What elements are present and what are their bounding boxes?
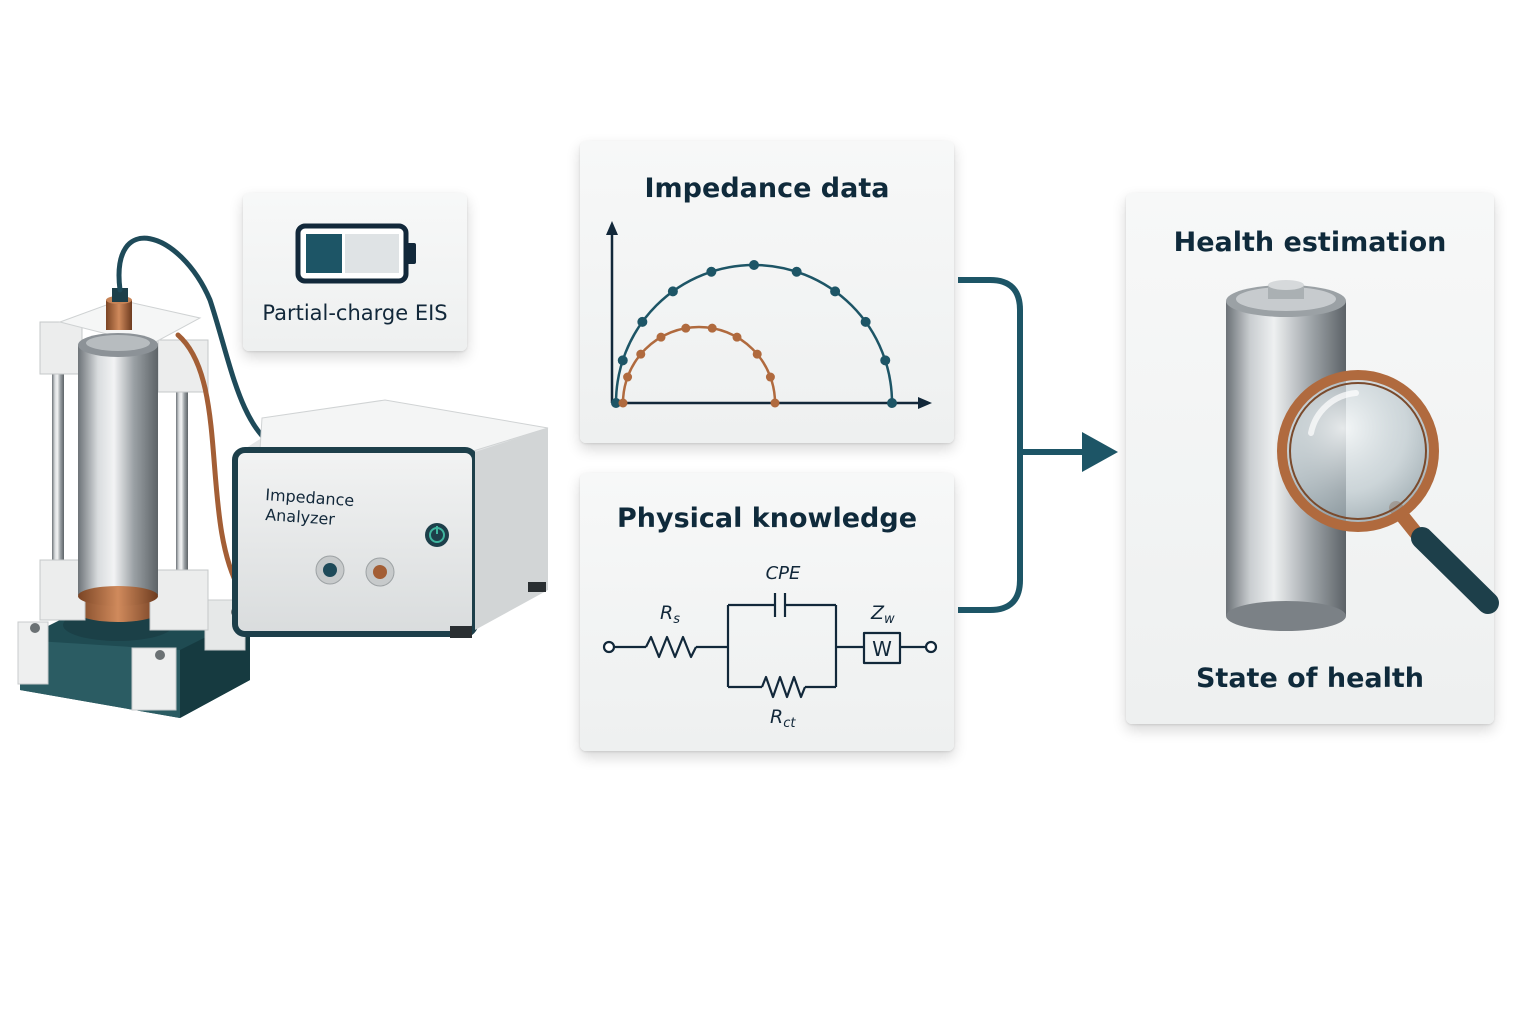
flow-arrow-head [1082,432,1118,472]
arc-large-point [667,286,678,297]
state-of-health-label: State of health [1195,663,1425,694]
impedance-data-title: Impedance data [644,173,890,204]
arc-large-point [637,316,648,327]
label-rs-sub: s [673,612,680,627]
svg-text:Zw: Zw [870,602,895,627]
arc-small-point [636,349,646,359]
resistor-rct [760,675,807,699]
partial-charge-card: Partial-charge EIS [243,193,467,351]
arc-large-point [887,398,897,408]
arc-large-point [617,355,628,366]
arc-small-point [707,323,717,333]
y-axis-arrow [606,221,618,235]
power-icon[interactable] [429,526,445,543]
label-rct: R [770,706,783,728]
arc-small-curve [621,325,777,404]
arc-small-point [618,398,628,408]
arc-large-point [749,260,759,270]
resistor-rs [645,635,697,659]
svg-text:Rs: Rs [660,602,680,627]
physical-knowledge-card: Physical knowledge W Rs CPE Zw Rct [580,473,954,751]
battery-cell-illustration [1226,280,1499,631]
label-cpe: CPE [766,563,801,584]
impedance-data-card: Impedance data [580,141,954,443]
analyzer-label-line2: Analyzer [265,505,336,529]
physical-knowledge-title: Physical knowledge [616,503,918,534]
arc-small-point [681,323,691,333]
arc-large-series [611,260,897,408]
partial-charge-label: Partial-charge EIS [262,301,448,325]
arc-large-point [860,316,871,327]
label-rct-sub: ct [783,716,796,731]
arc-large-point [791,266,802,277]
cell-holder [17,288,250,718]
arc-large-point [706,266,717,277]
svg-text:Rct: Rct [770,706,796,731]
arc-small-series [618,323,780,408]
arc-large-point [611,398,621,408]
label-w: W [872,637,892,661]
equivalent-circuit: W Rs CPE Zw Rct [602,563,938,731]
nyquist-plot [606,221,932,409]
impedance-analyzer: Impedance Analyzer [232,399,549,638]
arc-small-point [752,349,762,359]
label-zw: Z [870,602,885,624]
x-axis-arrow [918,397,932,409]
arc-small-point [623,372,633,382]
arc-small-point [656,332,666,342]
arc-large-point [830,286,841,297]
arc-small-point [732,332,742,342]
health-estimation-title: Health estimation [1173,227,1447,258]
arc-small-point [765,372,775,382]
label-rs: R [660,602,673,624]
battery-partial-icon [295,223,416,284]
health-estimation-card: Health estimation [1126,193,1499,724]
label-zw-sub: w [884,612,895,627]
magnifier-icon [1277,370,1499,614]
arc-large-point [880,355,891,366]
arc-small-point [770,398,780,408]
